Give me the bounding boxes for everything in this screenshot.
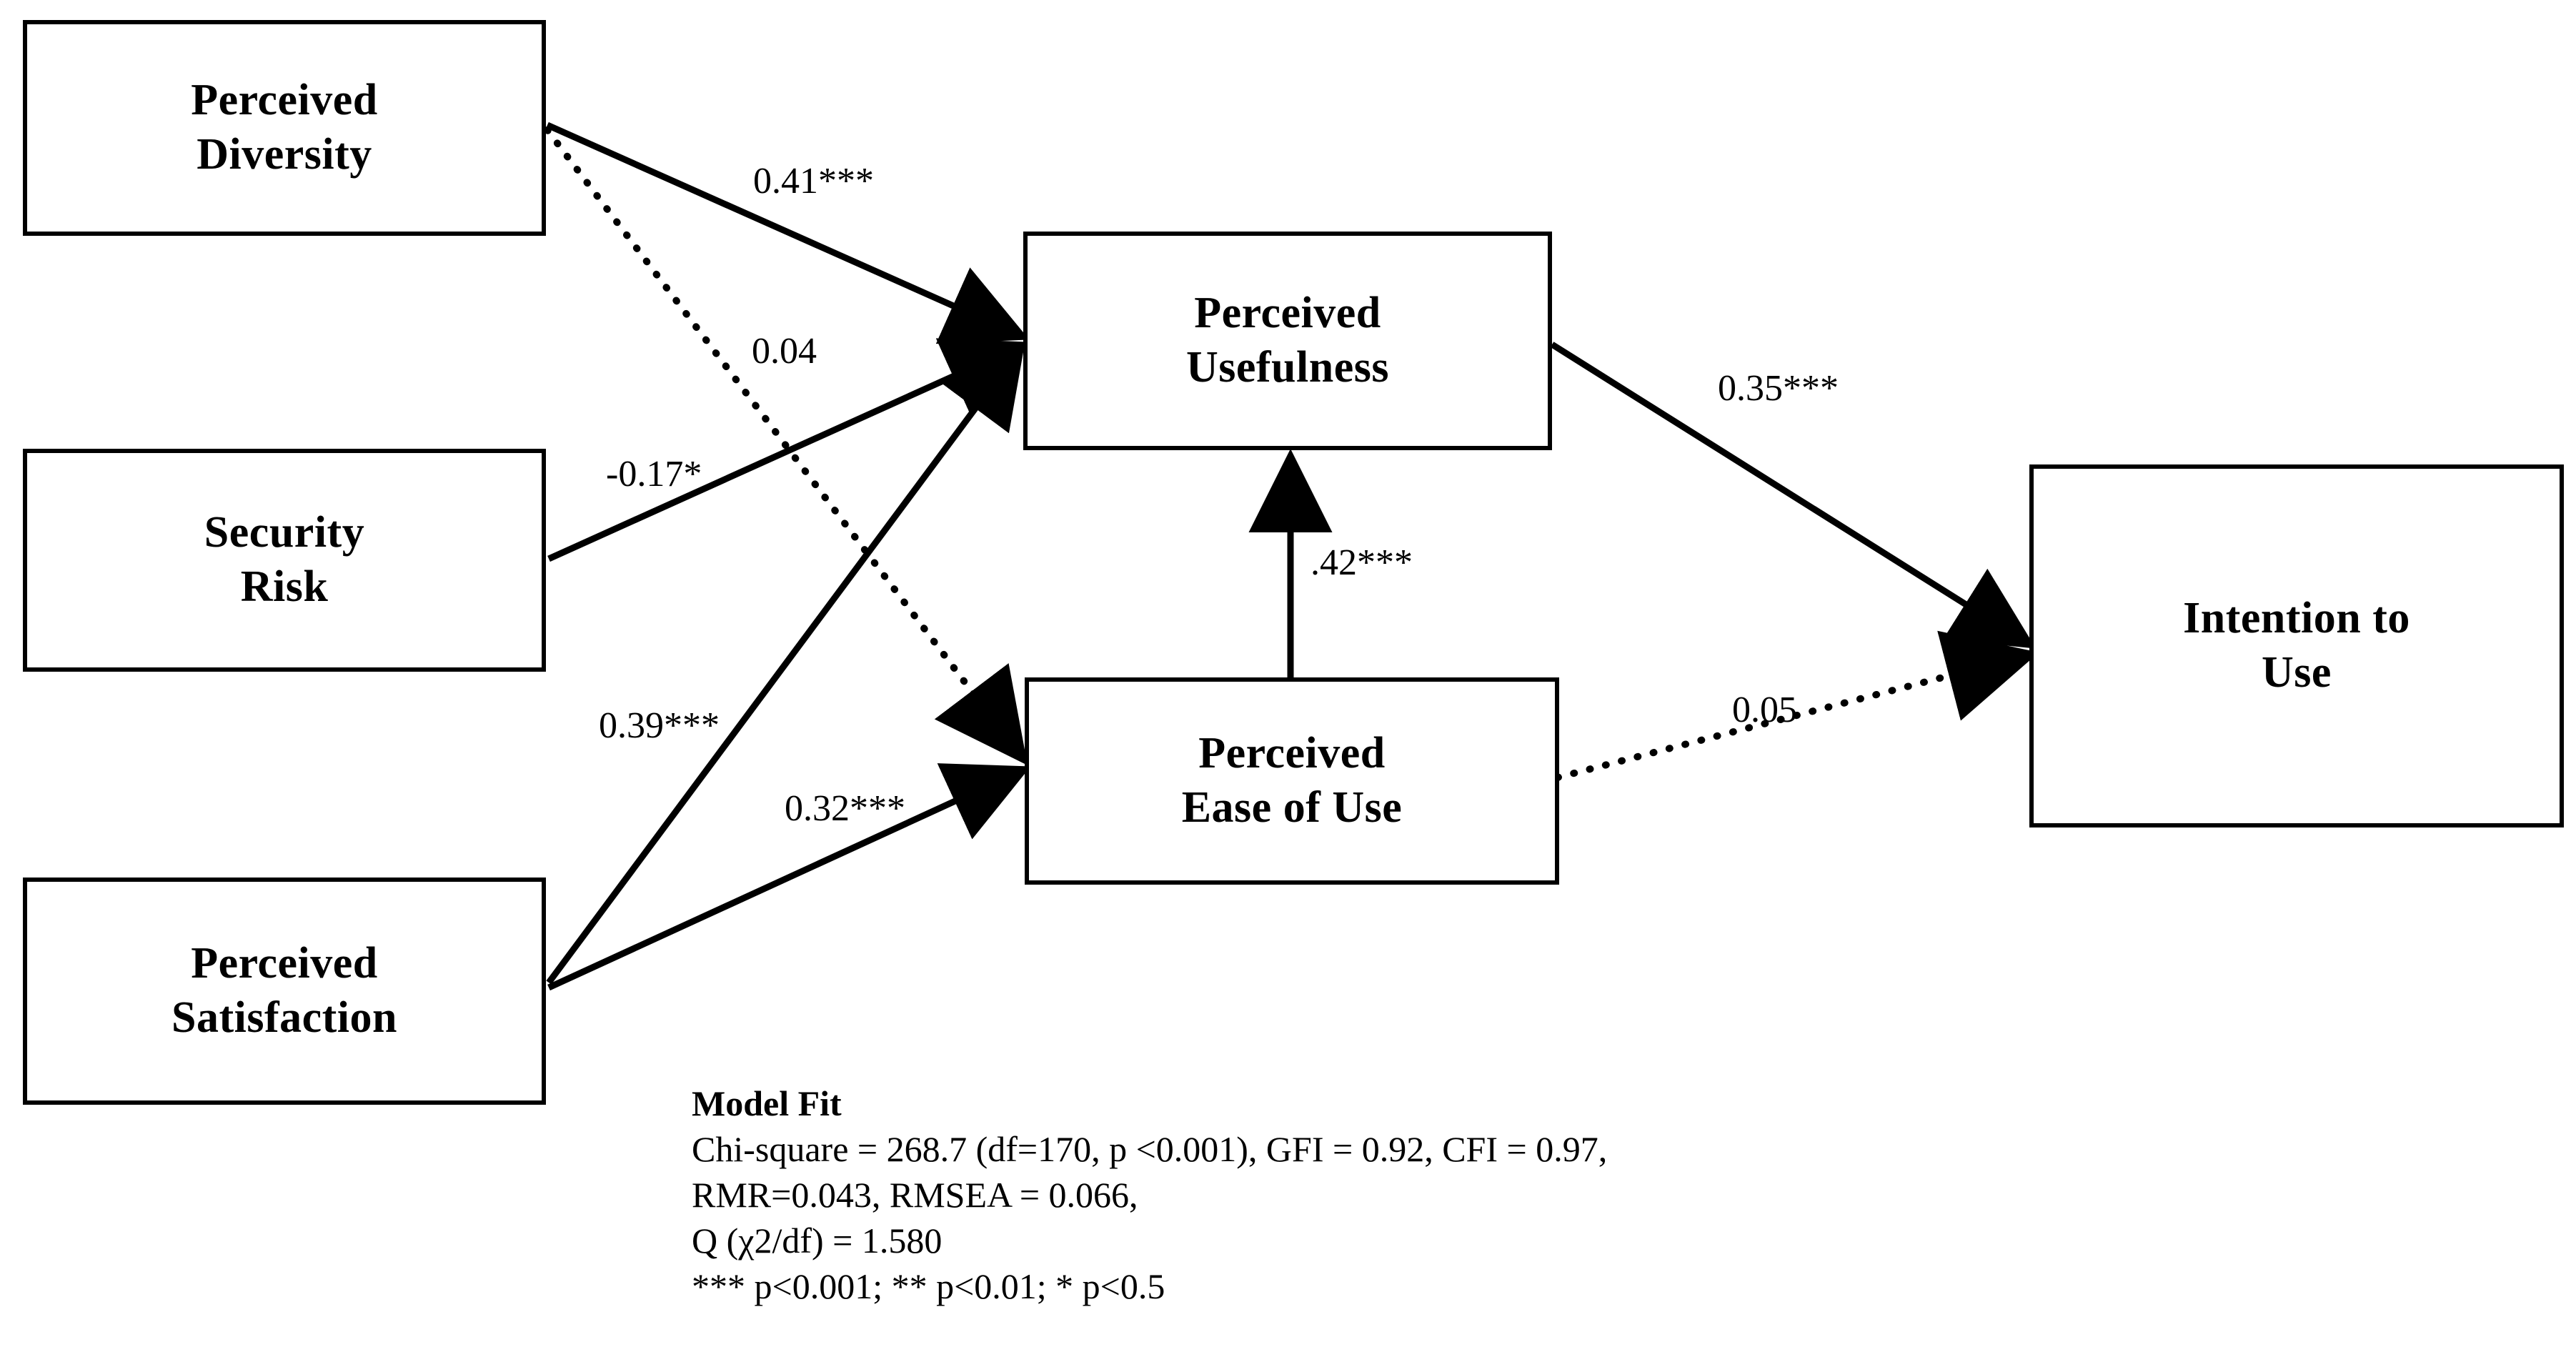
node-label-perceived-usefulness: Perceived Usefulness <box>1185 289 1390 392</box>
node-label-perceived-ease-of-use: Perceived Ease of Use <box>1181 729 1403 832</box>
node-label-intention-to-use: Intention to Use <box>2183 594 2410 697</box>
path-line-sr-pu <box>547 338 1030 562</box>
node-label-security-risk: Security Risk <box>204 508 365 611</box>
node-intention-to-use[interactable]: Intention to Use <box>2029 464 2564 827</box>
node-perceived-satisfaction[interactable]: Perceived Satisfaction <box>23 878 546 1105</box>
path-label-pd-peou: 0.04 <box>752 331 817 372</box>
node-perceived-diversity[interactable]: Perceived Diversity <box>23 20 546 236</box>
node-security-risk[interactable]: Security Risk <box>23 449 546 672</box>
path-line-pd-pu <box>546 121 1030 344</box>
model-fit-line-3: Q (χ2/df) = 1.580 <box>692 1221 943 1261</box>
path-label-pd-pu: 0.41*** <box>753 161 874 202</box>
node-perceived-ease-of-use[interactable]: Perceived Ease of Use <box>1025 677 1559 885</box>
model-fit-heading: Model Fit <box>692 1083 842 1123</box>
model-fit-block: Model Fit Chi-square = 268.7 (df=170, p … <box>692 1080 1607 1309</box>
model-fit-line-4: *** p<0.001; ** p<0.01; * p<0.5 <box>692 1266 1165 1306</box>
path-line-ps-pu <box>546 341 1025 985</box>
node-perceived-usefulness[interactable]: Perceived Usefulness <box>1023 232 1552 450</box>
model-fit-line-2: RMR=0.043, RMSEA = 0.066, <box>692 1175 1138 1215</box>
path-label-ps-peou: 0.32*** <box>785 788 905 829</box>
node-label-perceived-satisfaction: Perceived Satisfaction <box>171 939 397 1042</box>
path-line-pd-peou <box>544 126 1028 765</box>
path-line-peou-itu <box>1554 630 2039 781</box>
path-label-pu-itu: 0.35*** <box>1718 368 1839 409</box>
model-fit-line-1: Chi-square = 268.7 (df=170, p <0.001), G… <box>692 1129 1608 1169</box>
node-label-perceived-diversity: Perceived Diversity <box>191 76 378 179</box>
path-line-ps-peou <box>547 763 1031 991</box>
path-label-ps-pu: 0.39*** <box>599 705 720 746</box>
path-label-peou-itu: 0.05 <box>1732 690 1797 730</box>
path-line-pu-itu <box>1550 342 2037 649</box>
path-label-peou-pu: .42*** <box>1311 542 1413 583</box>
path-label-sr-pu: -0.17* <box>606 454 702 494</box>
